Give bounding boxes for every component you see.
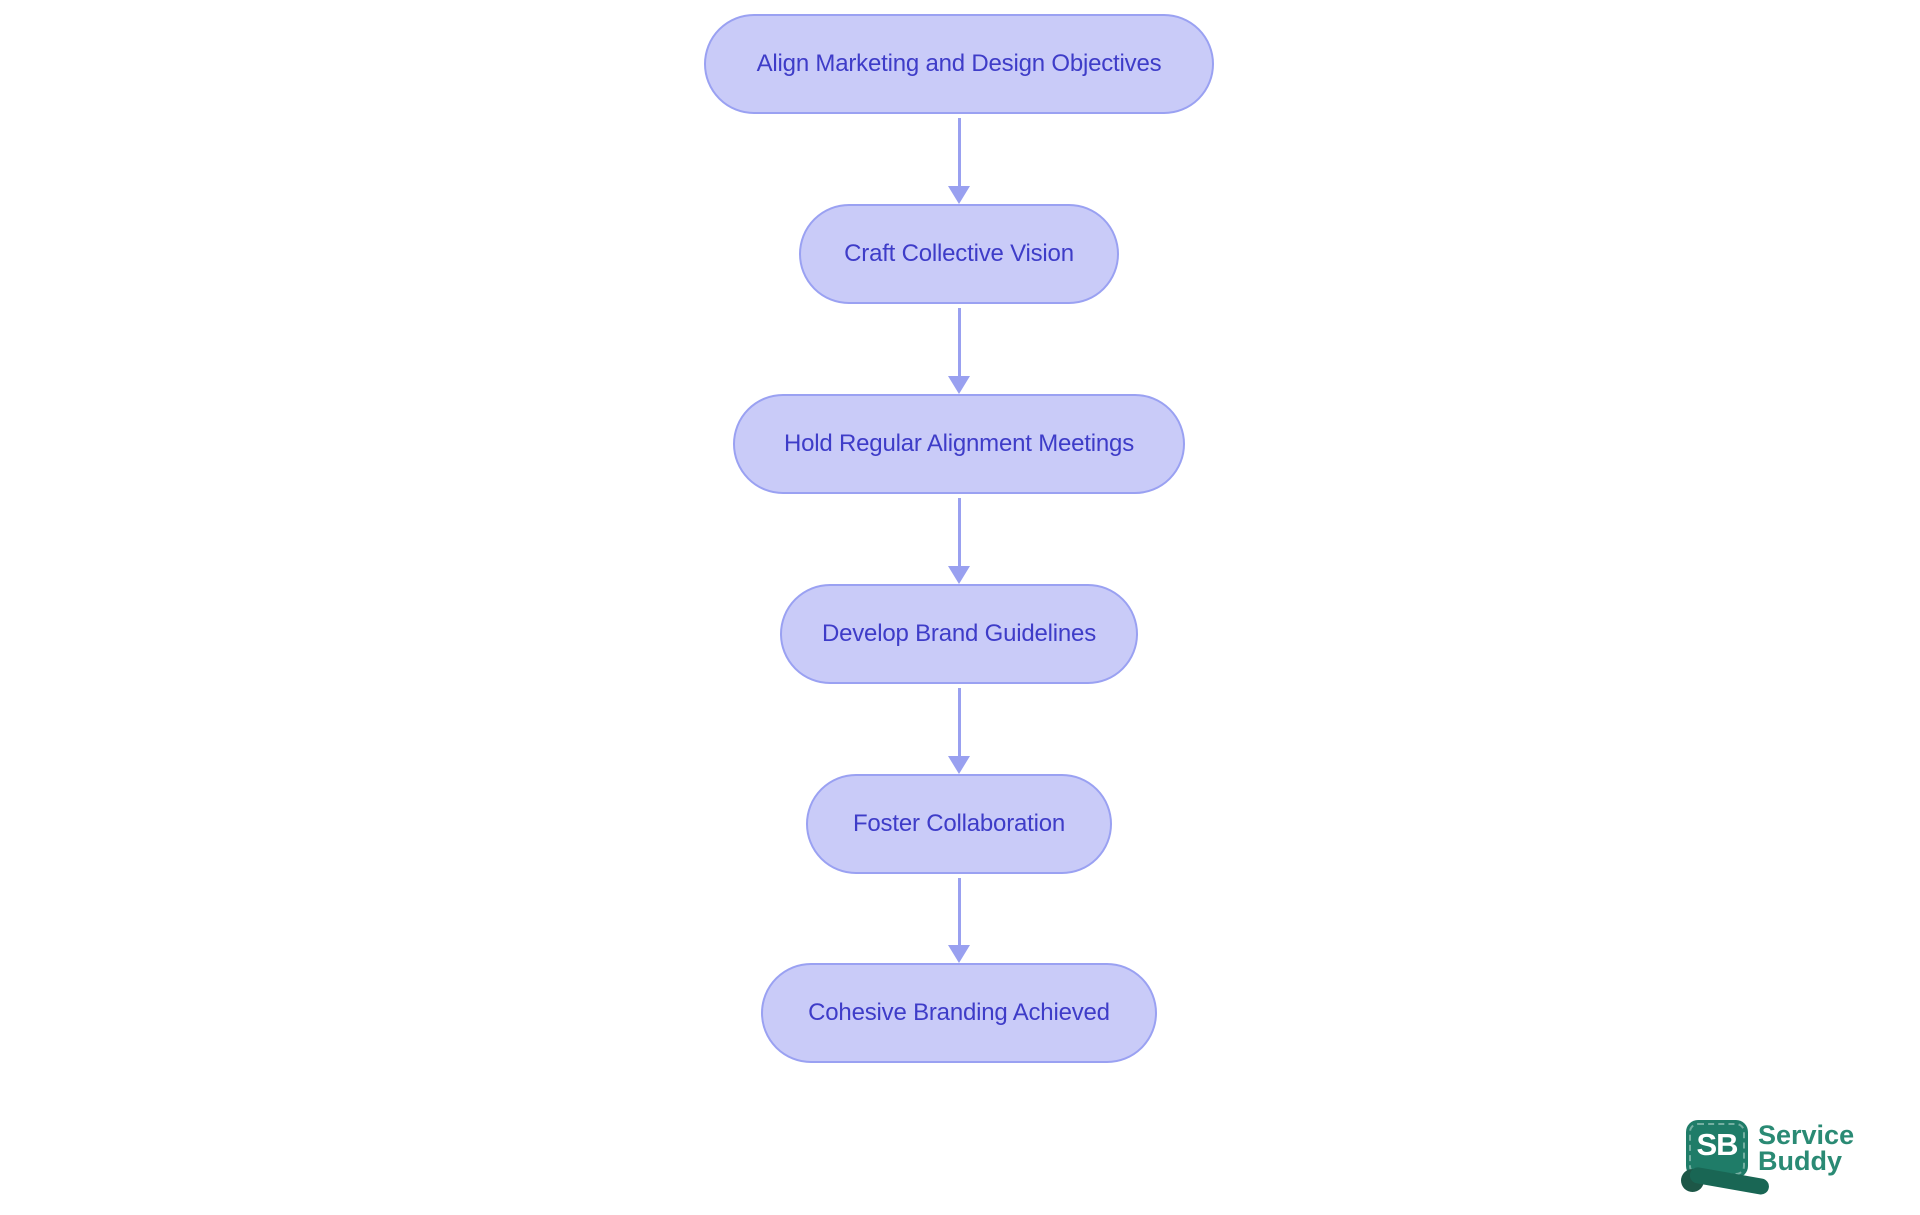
arrow-line — [957, 688, 961, 756]
arrowhead-down-icon — [948, 756, 970, 774]
arrow-line — [957, 118, 961, 186]
sb-badge-icon: SB — [1681, 1120, 1771, 1196]
arrowhead-down-icon — [948, 945, 970, 963]
node-label: Align Marketing and Design Objectives — [756, 50, 1162, 77]
node-label: Cohesive Branding Achieved — [808, 999, 1110, 1026]
node-label: Develop Brand Guidelines — [821, 620, 1097, 647]
arrowhead-down-icon — [948, 566, 970, 584]
flow-node-craft-vision: Craft Collective Vision — [799, 204, 1119, 304]
arrowhead-down-icon — [948, 186, 970, 204]
logo-name-line2: Buddy — [1758, 1146, 1842, 1176]
flow-arrow-5 — [948, 878, 970, 963]
logo-name-line1: Service — [1758, 1120, 1855, 1150]
logo-wordmark: Service Buddy — [1758, 1120, 1855, 1176]
flow-arrow-2 — [948, 308, 970, 394]
arrow-line — [957, 878, 961, 945]
flow-node-cohesive-branding: Cohesive Branding Achieved — [761, 963, 1157, 1063]
flow-node-foster-collaboration: Foster Collaboration — [806, 774, 1112, 874]
flow-arrow-1 — [948, 118, 970, 204]
flow-node-alignment-meetings: Hold Regular Alignment Meetings — [733, 394, 1185, 494]
arrowhead-down-icon — [948, 376, 970, 394]
arrow-line — [957, 498, 961, 566]
node-label: Hold Regular Alignment Meetings — [784, 430, 1134, 457]
node-label: Craft Collective Vision — [844, 240, 1074, 267]
sb-monogram: SB — [1696, 1127, 1738, 1162]
arrow-line — [957, 308, 961, 376]
flow-node-align-objectives: Align Marketing and Design Objectives — [704, 14, 1214, 114]
flow-arrow-3 — [948, 498, 970, 584]
flow-arrow-4 — [948, 688, 970, 774]
node-label: Foster Collaboration — [852, 810, 1066, 837]
service-buddy-logo: SB Service Buddy — [1681, 1120, 1855, 1196]
flow-node-brand-guidelines: Develop Brand Guidelines — [780, 584, 1138, 684]
